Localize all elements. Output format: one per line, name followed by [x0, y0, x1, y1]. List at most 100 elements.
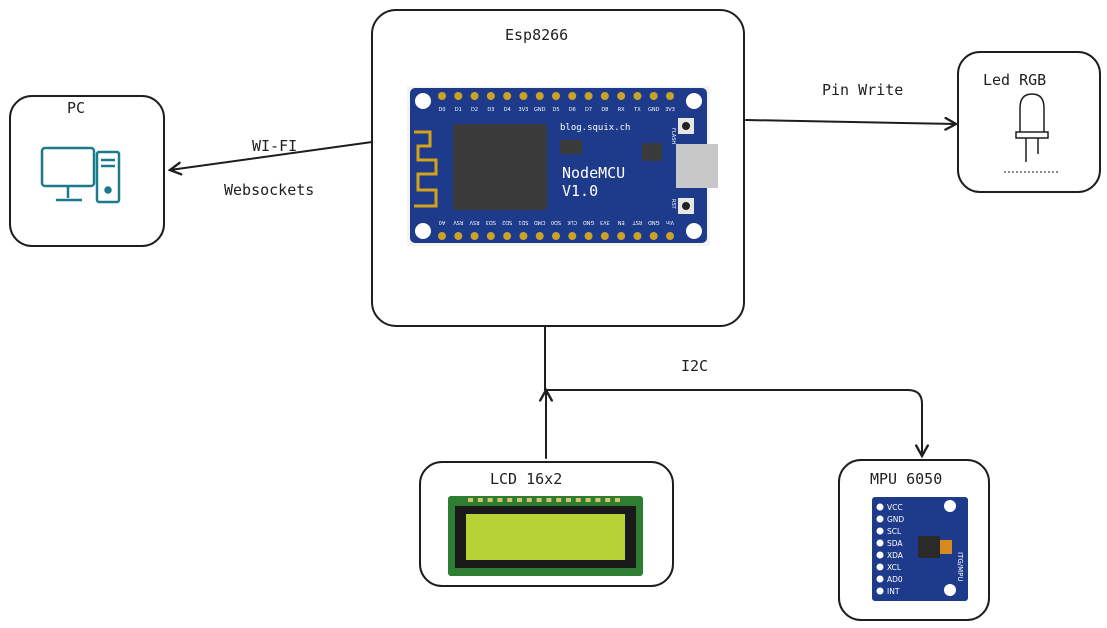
pin-label: RST	[632, 219, 643, 225]
i2c-to-mpu-arrow	[544, 389, 922, 456]
mpu-chip-label: ITG/MPU	[956, 552, 964, 582]
pin-label: D0	[438, 107, 445, 113]
header-pin	[584, 232, 593, 240]
lcd-pin	[497, 498, 503, 502]
lcd-module	[448, 496, 643, 576]
mpu-pin-label: SCL	[887, 527, 902, 536]
pc-node: PC	[9, 95, 165, 247]
header-pin	[666, 232, 674, 240]
mount-hole	[944, 500, 956, 512]
lcd-16x2-node: LCD 16x2	[419, 461, 674, 587]
mpu-pin-label: XDA	[887, 551, 904, 560]
header-pin	[535, 92, 544, 100]
header-pin	[600, 232, 609, 240]
mpu-pin-label: AD0	[887, 575, 903, 584]
pin-label: Vin	[666, 219, 674, 225]
board-version: V1.0	[562, 182, 598, 200]
pin-label: 3V3	[519, 107, 529, 113]
small-chip	[642, 143, 662, 161]
header-pin	[486, 92, 495, 100]
pin-label: RSV	[453, 219, 464, 225]
lcd-pin	[526, 498, 532, 502]
header-pin	[470, 92, 479, 100]
pin-label: SD0	[551, 219, 561, 225]
pin-label: RX	[618, 107, 625, 113]
pin-label: SD1	[518, 219, 528, 225]
pin-label: RSV	[469, 219, 480, 225]
header-pin	[600, 92, 609, 100]
header-pin	[535, 232, 544, 240]
lcd-pin	[507, 498, 513, 502]
lcd-pin	[566, 498, 571, 502]
header-pin	[519, 92, 528, 100]
led-icon	[1004, 93, 1060, 173]
lcd-title: LCD 16x2	[490, 470, 562, 488]
header-pin	[617, 92, 626, 100]
pin-label: D2	[471, 107, 478, 113]
pin-write-label: Pin Write	[822, 81, 903, 99]
wifi-antenna	[414, 130, 438, 208]
mpu-capacitor	[940, 540, 952, 554]
mpu-pin-label: GND	[887, 515, 904, 524]
led-rgb-title: Led RGB	[983, 71, 1046, 89]
lcd-pin	[595, 498, 601, 502]
lcd-pin	[468, 498, 473, 502]
header-pin	[666, 92, 674, 100]
lcd-pin	[536, 498, 542, 502]
usb-port	[676, 144, 718, 188]
mpu-pin	[876, 587, 884, 595]
header-pin	[503, 92, 512, 100]
header-pin	[470, 232, 479, 240]
flash-label: FLASH	[670, 128, 676, 144]
pin-label: SD2	[502, 219, 512, 225]
header-pin	[552, 232, 560, 240]
pin-label: D4	[504, 107, 511, 113]
header-pin	[552, 92, 560, 100]
pin-label: D5	[552, 107, 559, 113]
esp-chip	[453, 124, 547, 210]
mpu-pin-label: SDA	[887, 539, 903, 548]
header-pin	[438, 92, 446, 100]
pin-label: SD3	[486, 219, 496, 225]
header-pin	[438, 232, 446, 240]
lcd-pin	[477, 498, 483, 502]
mpu-pin	[876, 551, 884, 559]
small-chip	[560, 140, 582, 154]
pin-label: D7	[585, 107, 592, 113]
reset-button-cap	[682, 202, 690, 210]
mpu-pin	[876, 563, 884, 571]
pin-write-arrow	[745, 120, 956, 124]
header-pin	[568, 232, 577, 240]
lcd-pin	[546, 498, 552, 502]
pin-label: GND	[534, 107, 546, 113]
pin-label: GND	[583, 219, 595, 225]
header-pin	[649, 92, 658, 100]
header-pin	[454, 92, 463, 100]
pin-label: 3V3	[600, 219, 610, 225]
board-name: NodeMCU	[562, 164, 625, 182]
header-pin	[503, 232, 512, 240]
header-pin	[519, 232, 528, 240]
mpu-pin-label: VCC	[887, 503, 903, 512]
lcd-pin	[585, 498, 591, 502]
header-pin	[584, 92, 593, 100]
pin-label: D8	[601, 107, 608, 113]
websockets-label: Websockets	[224, 181, 314, 199]
pin-label: TX	[633, 107, 641, 113]
header-pin	[617, 232, 626, 240]
pin-label: A0	[439, 219, 446, 225]
pin-label: CMD	[534, 219, 546, 225]
mpu-pin	[876, 575, 884, 583]
pin-label: D3	[487, 107, 494, 113]
mount-hole	[415, 223, 431, 239]
lcd-pin	[517, 498, 522, 502]
computer-icon	[40, 146, 121, 204]
pin-label: CLK	[567, 219, 577, 225]
mpu-pin-label: INT	[887, 587, 900, 596]
mount-hole	[686, 93, 702, 109]
header-pin	[454, 232, 463, 240]
i2c-label: I2C	[681, 357, 708, 375]
